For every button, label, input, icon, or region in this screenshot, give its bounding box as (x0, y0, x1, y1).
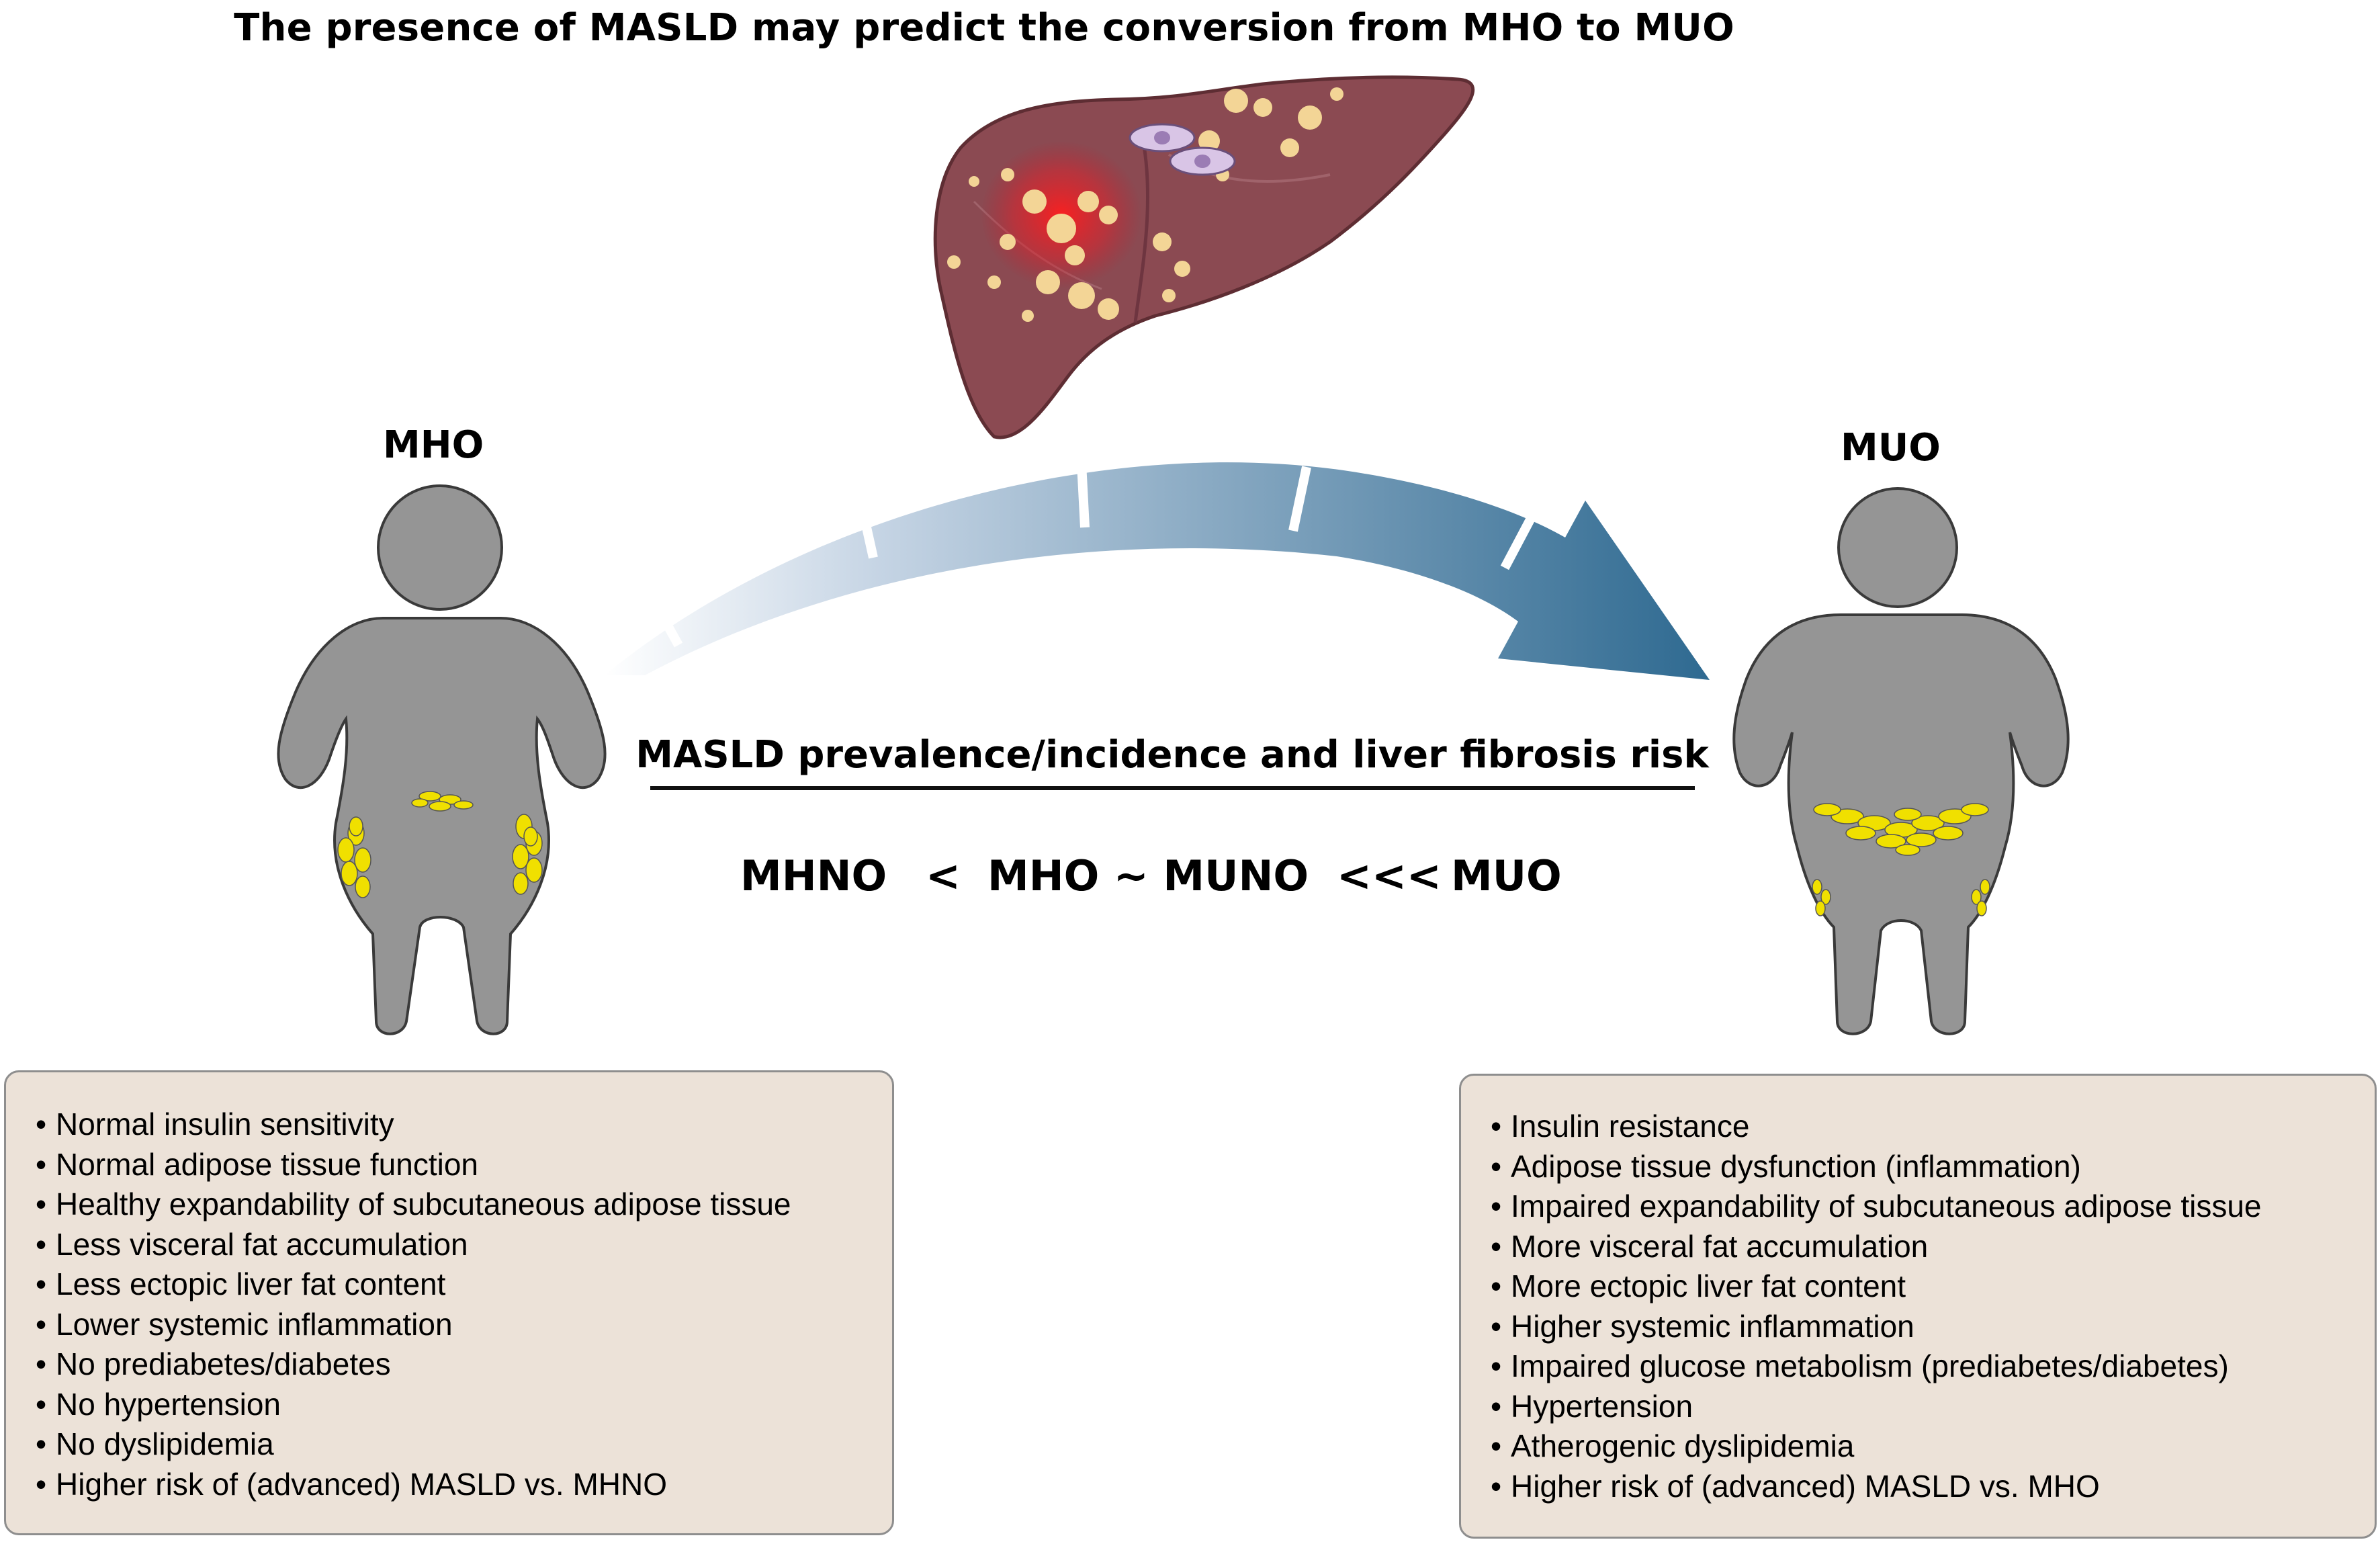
list-item: • No dyslipidemia (36, 1424, 892, 1465)
list-item: • More ectopic liver fat content (1491, 1267, 2375, 1307)
muo-feature: Higher systemic inflammation (1511, 1308, 1914, 1344)
muo-feature: Adipose tissue dysfunction (inflammation… (1511, 1148, 2081, 1184)
bullet: • (36, 1306, 47, 1342)
bullet: • (36, 1426, 47, 1461)
muo-feature: Hypertension (1511, 1388, 1693, 1424)
bullet: • (1491, 1148, 1502, 1184)
list-item: •Hypertension (1491, 1387, 2375, 1427)
list-item: •Higher risk of (advanced) MASLD vs. MHO (1491, 1467, 2375, 1507)
list-item: • Less ectopic liver fat content (36, 1264, 892, 1305)
muo-feature: Impaired expandability of subcutaneous a… (1511, 1189, 2262, 1224)
prevalence-title: MASLD prevalence/incidence and liver fib… (635, 733, 1709, 777)
comparison-lll: <<< (1337, 851, 1442, 900)
prevalence-comparison: MHNO < MHO ~ MUNO <<< MUO (672, 849, 1679, 903)
bullet: • (36, 1146, 47, 1182)
list-item: •Higher systemic inflammation (1491, 1307, 2375, 1347)
bullet: • (1491, 1109, 1502, 1144)
bullet: • (1491, 1308, 1502, 1344)
muo-feature: More ectopic liver fat content (1511, 1269, 1906, 1303)
mho-features-box: •Normal insulin sensitivity •Normal adip… (4, 1070, 894, 1535)
list-item: •Adipose tissue dysfunction (inflammatio… (1491, 1147, 2375, 1187)
comparison-mhno: MHNO (740, 851, 887, 900)
bullet: • (36, 1107, 47, 1142)
mho-feature: Higher risk of (advanced) MASLD vs. MHNO (56, 1466, 668, 1502)
bullet: • (36, 1466, 47, 1502)
list-item: • Healthy expandability of subcutaneous a… (36, 1185, 892, 1225)
muo-feature: Impaired glucose metabolism (prediabetes… (1511, 1348, 2229, 1383)
list-item: •Less visceral fat accumulation (36, 1225, 892, 1265)
bullet: • (36, 1346, 47, 1381)
diagram-title: The presence of MASLD may predict the co… (234, 6, 1734, 50)
bullet: • (1491, 1269, 1502, 1303)
list-item: •Higher risk of (advanced) MASLD vs. MHN… (36, 1465, 892, 1505)
list-item: •No hypertension (36, 1385, 892, 1425)
group-label-mho: MHO (383, 423, 484, 467)
bullet: • (1491, 1468, 1502, 1504)
list-item: • Insulin resistance (1491, 1107, 2375, 1147)
bullet: • (1491, 1388, 1502, 1424)
mho-feature: Healthy expandability of subcutaneous ad… (56, 1187, 791, 1221)
bullet: • (1491, 1189, 1502, 1224)
cell-icon (1129, 123, 1236, 176)
mho-feature: No prediabetes/diabetes (56, 1346, 391, 1381)
mho-feature: Normal adipose tissue function (56, 1146, 478, 1182)
bullet: • (36, 1386, 47, 1422)
bullet: • (1491, 1348, 1502, 1383)
comparison-mho-muno: MHO ~ MUNO (987, 851, 1309, 900)
muo-feature: More visceral fat accumulation (1511, 1228, 1929, 1264)
mho-feature: Lower systemic inflammation (56, 1306, 453, 1342)
mho-feature: Less visceral fat accumulation (56, 1226, 468, 1262)
person-silhouette-mho-icon (277, 484, 607, 1035)
curved-arrow-icon (605, 462, 1710, 680)
bullet: • (36, 1187, 47, 1221)
list-item: • Impaired glucose metabolism (prediabete… (1491, 1346, 2375, 1387)
mho-feature: No dyslipidemia (56, 1426, 274, 1461)
bullet: • (36, 1267, 47, 1301)
list-item: •Lower systemic inflammation (36, 1305, 892, 1345)
prevalence-underline (650, 786, 1695, 790)
list-item: •More visceral fat accumulation (1491, 1227, 2375, 1267)
muo-features-box: •Insulin resistance •Adipose tissue dysf… (1459, 1074, 2377, 1539)
mho-feature: No hypertension (56, 1386, 281, 1422)
liver-illustration-icon (933, 75, 1475, 439)
list-item: • Atherogenic dyslipidemia (1491, 1426, 2375, 1467)
list-item: • Impaired expandability of subcutaneous … (1491, 1187, 2375, 1227)
list-item: •Normal adipose tissue function (36, 1145, 892, 1185)
person-silhouette-muo-icon (1732, 487, 2070, 1035)
muo-feature: Higher risk of (advanced) MASLD vs. MHO (1511, 1468, 2100, 1504)
group-label-muo: MUO (1841, 426, 1941, 470)
muo-feature: Insulin resistance (1511, 1109, 1750, 1144)
comparison-lt: < (926, 851, 961, 900)
muo-feature: Atherogenic dyslipidemia (1511, 1428, 1855, 1463)
list-item: • Normal insulin sensitivity (36, 1105, 892, 1145)
bullet: • (36, 1226, 47, 1262)
muo-features-list: •Insulin resistance •Adipose tissue dysf… (1491, 1107, 2375, 1506)
list-item: • No prediabetes/diabetes (36, 1344, 892, 1385)
mho-feature: Less ectopic liver fat content (56, 1267, 446, 1301)
mho-feature: Normal insulin sensitivity (56, 1107, 394, 1142)
bullet: • (1491, 1428, 1502, 1463)
bullet: • (1491, 1228, 1502, 1264)
mho-features-list: •Normal insulin sensitivity •Normal adip… (36, 1105, 892, 1504)
comparison-muo: MUO (1451, 851, 1562, 900)
